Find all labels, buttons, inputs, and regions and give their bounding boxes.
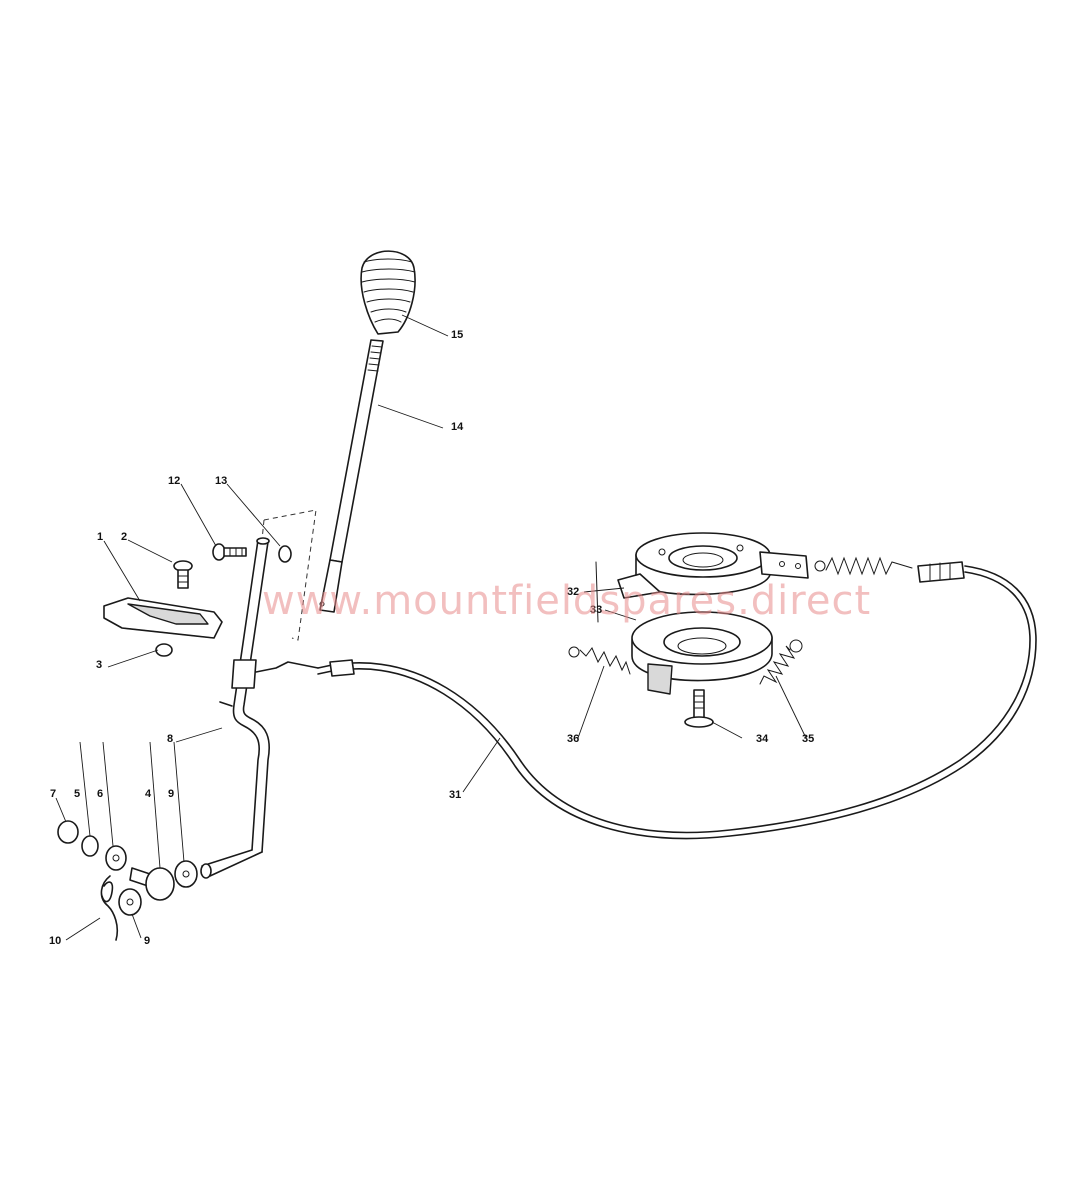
callout-4: 4 (145, 788, 152, 800)
callout-3: 3 (96, 659, 102, 671)
callout-33: 33 (590, 604, 602, 616)
callout-6: 6 (97, 788, 103, 800)
part-15-knob (360, 250, 416, 335)
callout-15: 15 (451, 329, 463, 341)
part-33-clutch-base (631, 611, 773, 695)
callout-36: 36 (567, 733, 579, 745)
callout-2: 2 (121, 531, 127, 543)
callout-9-upper: 9 (168, 788, 174, 800)
callout-14: 14 (451, 421, 464, 433)
part-8-shift-rod (200, 537, 319, 879)
part-35-spring (759, 639, 803, 685)
part-9-washer (118, 888, 142, 916)
callout-9-lower: 9 (144, 935, 150, 947)
part-34-bolt (684, 689, 714, 728)
part-13-nut (278, 545, 292, 563)
part-1-gate-plate (103, 597, 223, 639)
callout-12: 12 (168, 475, 180, 487)
callout-35: 35 (802, 733, 814, 745)
part-12-bolt (212, 543, 247, 561)
part-31-cable (317, 561, 1037, 840)
part-14-lever-rod (319, 339, 384, 613)
callout-34: 34 (756, 733, 769, 745)
part-4-pivot-pin (129, 867, 175, 901)
part-2-bolt (173, 560, 193, 589)
watermark: www.mountfieldspares.direct (262, 578, 871, 624)
callout-8: 8 (167, 733, 173, 745)
callout-1: 1 (97, 531, 103, 543)
part-10-clip (100, 875, 119, 941)
part-6-washer (105, 845, 127, 871)
callout-10: 10 (49, 935, 61, 947)
callout-7: 7 (50, 788, 56, 800)
cable-spring (814, 556, 913, 576)
assembly-dashed-outline (263, 509, 317, 641)
part-9-washer (174, 860, 198, 888)
part-32-clutch-bracket (595, 532, 809, 623)
callout-32: 32 (567, 586, 579, 598)
part-5-washer (81, 835, 99, 857)
callout-5: 5 (74, 788, 80, 800)
part-7-nut (57, 820, 79, 844)
callout-13: 13 (215, 475, 227, 487)
callout-31: 31 (449, 789, 461, 801)
leader-lines (55, 314, 807, 941)
part-36-spring (568, 646, 631, 675)
part-3-nut (155, 643, 173, 657)
